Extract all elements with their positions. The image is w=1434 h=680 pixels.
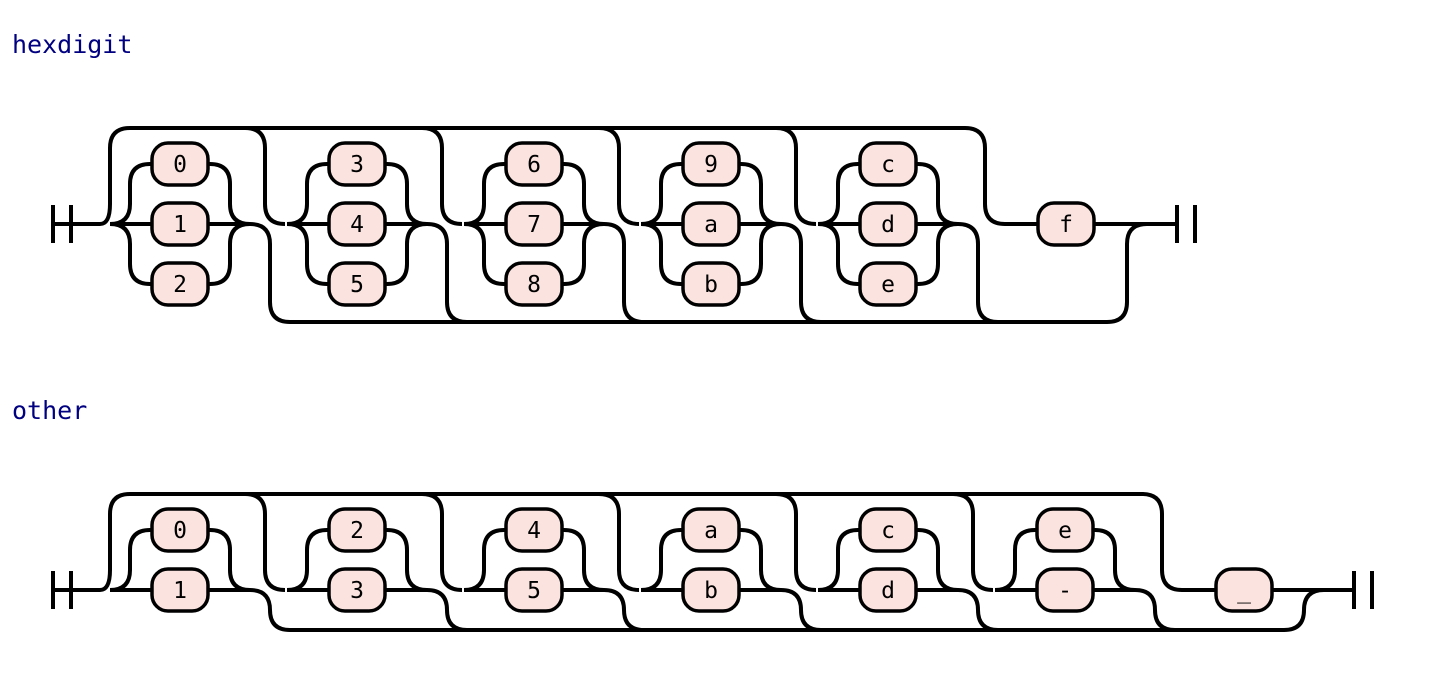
terminal-2-box — [150, 261, 210, 307]
choice-group: 3 4 5 — [244, 126, 468, 324]
choice-group: 45 — [421, 492, 645, 632]
group-exit-wire — [780, 588, 822, 632]
top-rail — [99, 126, 1006, 226]
terminal-underscore: _ — [1237, 578, 1251, 604]
terminal-1-box — [150, 201, 210, 247]
terminal-9-box — [681, 141, 741, 187]
terminal-minus-box — [1035, 567, 1095, 613]
group-exit-wire — [249, 588, 291, 632]
group-exit-wire — [780, 222, 822, 324]
terminal-2: 2 — [173, 272, 187, 298]
terminal-8-box — [504, 261, 564, 307]
terminal-e: e — [881, 272, 895, 298]
terminal-3-box — [327, 567, 387, 613]
choice-group: 9 a b — [598, 126, 822, 324]
terminal-1: 1 — [173, 212, 187, 238]
terminal-b: b — [704, 272, 718, 298]
terminal-5: 5 — [527, 578, 541, 604]
terminal-7-box — [504, 201, 564, 247]
terminal-f: f — [1059, 212, 1073, 238]
terminal-4-box — [504, 507, 564, 553]
group-exit-wire — [957, 222, 999, 324]
choice-group: 01 — [109, 507, 291, 632]
terminal-f-box — [1036, 201, 1096, 247]
terminal-2: 2 — [350, 518, 364, 544]
terminal-e-box — [1035, 507, 1095, 553]
group-exit-wire — [1134, 588, 1176, 632]
terminal-c: c — [881, 152, 895, 178]
group-exit-wire — [426, 222, 468, 324]
terminal-4: 4 — [527, 518, 541, 544]
terminal-0-box — [150, 141, 210, 187]
terminal-b-box — [681, 567, 741, 613]
group-entry-wire — [598, 492, 640, 592]
railroad-hexdigit: 0 1 2 3 4 5 6 7 8 9 a b c d e f — [51, 126, 1197, 324]
terminal-9: 9 — [704, 152, 718, 178]
rule-title-hexdigit: hexdigit — [12, 30, 133, 59]
group-entry-wire — [244, 126, 286, 226]
terminal-d: d — [881, 212, 895, 238]
choice-group: 23 — [244, 492, 468, 632]
terminal-b: b — [704, 578, 718, 604]
group-exit-wire — [249, 222, 291, 324]
terminal-6-box — [504, 141, 564, 187]
terminal-0: 0 — [173, 152, 187, 178]
terminal-1-box — [150, 567, 210, 613]
terminal-a: a — [704, 212, 718, 238]
terminal-2-box — [327, 507, 387, 553]
terminal-1: 1 — [173, 578, 187, 604]
group-entry-wire — [952, 492, 994, 592]
choice-group: 6 7 8 — [421, 126, 645, 324]
terminal-3-box — [327, 141, 387, 187]
terminal-0: 0 — [173, 518, 187, 544]
group-entry-wire — [421, 126, 463, 226]
terminal-a-box — [681, 507, 741, 553]
group-exit-wire — [957, 588, 999, 632]
group-entry-wire — [775, 492, 817, 592]
choice-group: ab — [598, 492, 822, 632]
terminal-underscore-box — [1214, 567, 1274, 613]
terminal-4-box — [327, 201, 387, 247]
terminal-c-box — [858, 507, 918, 553]
bottom-rail — [290, 588, 1325, 632]
terminal-4: 4 — [350, 212, 364, 238]
terminal-c: c — [881, 518, 895, 544]
terminal-c-box — [858, 141, 918, 187]
terminal-3: 3 — [350, 578, 364, 604]
group-entry-wire — [598, 126, 640, 226]
terminal-d: d — [881, 578, 895, 604]
choice-group: cd — [775, 492, 999, 632]
choice-group: 0 1 2 — [109, 141, 291, 324]
top-rail — [99, 492, 1183, 592]
terminal-6: 6 — [527, 152, 541, 178]
terminal-d-box — [858, 201, 918, 247]
bottom-rail — [290, 222, 1148, 324]
terminal-7: 7 — [527, 212, 541, 238]
group-exit-wire — [603, 588, 645, 632]
terminal-e: e — [1058, 518, 1072, 544]
terminal-b-box — [681, 261, 741, 307]
choice-group: c d e — [775, 126, 999, 324]
terminal-a: a — [704, 518, 718, 544]
group-entry-wire — [244, 492, 286, 592]
terminal-5-box — [504, 567, 564, 613]
group-exit-wire — [426, 588, 468, 632]
terminal-0-box — [150, 507, 210, 553]
group-entry-wire — [421, 492, 463, 592]
group-exit-wire — [603, 222, 645, 324]
terminal-3: 3 — [350, 152, 364, 178]
terminal-5: 5 — [350, 272, 364, 298]
terminal-minus: - — [1058, 578, 1072, 604]
rule-title-other: other — [12, 396, 88, 425]
terminal-a-box — [681, 201, 741, 247]
terminal-5-box — [327, 261, 387, 307]
terminal-e-box — [858, 261, 918, 307]
choice-group: e- — [952, 492, 1176, 632]
terminal-d-box — [858, 567, 918, 613]
terminal-8: 8 — [527, 272, 541, 298]
group-entry-wire — [775, 126, 817, 226]
